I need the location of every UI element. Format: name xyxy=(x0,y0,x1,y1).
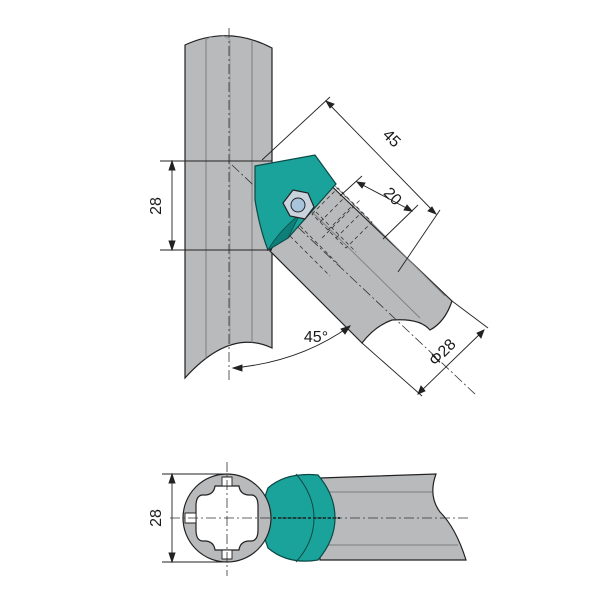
horizontal-tube-body xyxy=(319,473,467,561)
hidden-insert-lines xyxy=(289,187,373,277)
vertical-tube-body xyxy=(184,35,273,380)
dimension-tube-height-label: 28 xyxy=(148,197,165,215)
side-view: 28 xyxy=(148,462,470,576)
vertical-tube-grooves xyxy=(205,35,253,379)
angle-label: 45° xyxy=(304,329,328,346)
angle-arc xyxy=(231,325,352,372)
dimension-length xyxy=(261,96,441,273)
connector-block xyxy=(254,154,337,252)
angled-tube-body xyxy=(269,174,453,344)
top-view: 28 45 20 Φ28 xyxy=(148,28,489,397)
dimension-diameter xyxy=(361,300,489,397)
dimension-side-height xyxy=(162,472,227,564)
dimension-tube-height xyxy=(160,159,272,252)
dimension-diameter-label: Φ28 xyxy=(426,336,460,370)
dimension-length-label: 45 xyxy=(379,127,404,152)
hex-bolt-icon xyxy=(282,189,315,220)
dimension-insert xyxy=(339,175,419,240)
dimension-side-height-label: 28 xyxy=(148,509,165,527)
vertical-tube xyxy=(184,28,273,380)
